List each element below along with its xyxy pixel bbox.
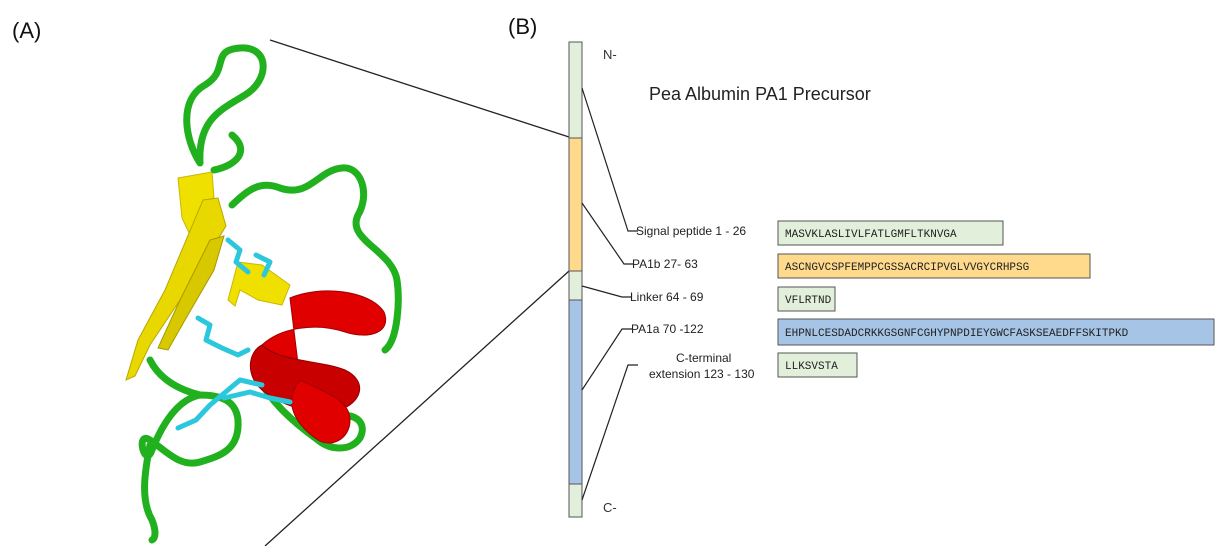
- disulfide-bond-5: [221, 389, 293, 405]
- segment-label-pa1a: PA1a 70 -122: [631, 322, 704, 336]
- loop-bottom: [138, 391, 242, 467]
- leader-lines: [581, 87, 638, 501]
- c-terminus-label: C-: [603, 500, 617, 515]
- segment-label-c-terminal: C-terminal: [676, 351, 731, 365]
- disulfide-bond-2: [253, 252, 273, 278]
- loop-lower-left: [146, 356, 204, 399]
- sequence-box-c-terminal: [777, 352, 858, 378]
- beta-strands: [125, 171, 291, 381]
- disulfide-bond-1: [225, 237, 251, 275]
- beta-strand-2: [125, 197, 227, 381]
- leader-linker: [581, 285, 632, 298]
- leader-pa1b: [581, 202, 634, 265]
- segment-label-pa1b: PA1b 27- 63: [632, 257, 698, 271]
- alpha-helix: [249, 290, 387, 444]
- disulfide-bonds: [175, 237, 293, 431]
- sequence-pa1a: EHPNLCESDADCRKKGSGNFCGHYPNPDIEYGWCFASKSE…: [785, 328, 1129, 340]
- protein-structure-illustration: [125, 44, 402, 544]
- disulfide-bond-4: [175, 377, 265, 431]
- sequence-signal-peptide: MASVKLASLIVLFATLGMFLTKNVGA: [785, 229, 957, 241]
- segment-label-signal-peptide: Signal peptide 1 - 26: [636, 224, 746, 238]
- sequence-box-signal-peptide: [777, 220, 1004, 246]
- bar-linker: [568, 270, 583, 301]
- zoom-line-top: [269, 39, 570, 138]
- sequence-box-pa1a: [777, 318, 1215, 346]
- segment-label-c-terminal-line2: extension 123 - 130: [649, 367, 755, 381]
- sequence-c-terminal: LLKSVSTA: [785, 361, 838, 373]
- leader-pa1a: [581, 328, 632, 391]
- loop-left: [210, 131, 245, 174]
- panel-a-label: (A): [12, 18, 41, 43]
- sequence-box-linker: [777, 286, 836, 312]
- n-terminus-label: N-: [603, 47, 617, 62]
- disulfide-bond-3: [195, 315, 251, 358]
- sequence-linker: VFLRTND: [785, 295, 832, 307]
- leader-signal-peptide: [581, 87, 638, 232]
- sequence-boxes: [777, 220, 1215, 378]
- zoom-line-bottom: [264, 270, 570, 546]
- precursor-title: Pea Albumin PA1 Precursor: [649, 84, 871, 104]
- bar-pa1a: [568, 299, 583, 485]
- leader-c-terminal: [581, 364, 638, 501]
- beta-strand-3: [157, 235, 225, 351]
- helix-ribbon-3: [291, 379, 351, 444]
- panel-b-label: (B): [508, 14, 537, 39]
- loop-top: [183, 44, 267, 167]
- sequence-pa1b: ASCNGVCSPFEMPPCGSSACRCIPVGLVVGYCRHPSG: [785, 262, 1029, 274]
- segment-label-linker: Linker 64 - 69: [630, 290, 704, 304]
- bar-signal-peptide: [568, 41, 583, 139]
- bar-pa1b: [568, 137, 583, 272]
- loop-tail: [141, 441, 159, 544]
- bar-c-terminal: [568, 483, 583, 518]
- precursor-bar: [568, 41, 583, 518]
- loop-right: [228, 164, 402, 354]
- sequence-box-pa1b: [777, 253, 1091, 279]
- beta-strand-4: [227, 261, 291, 307]
